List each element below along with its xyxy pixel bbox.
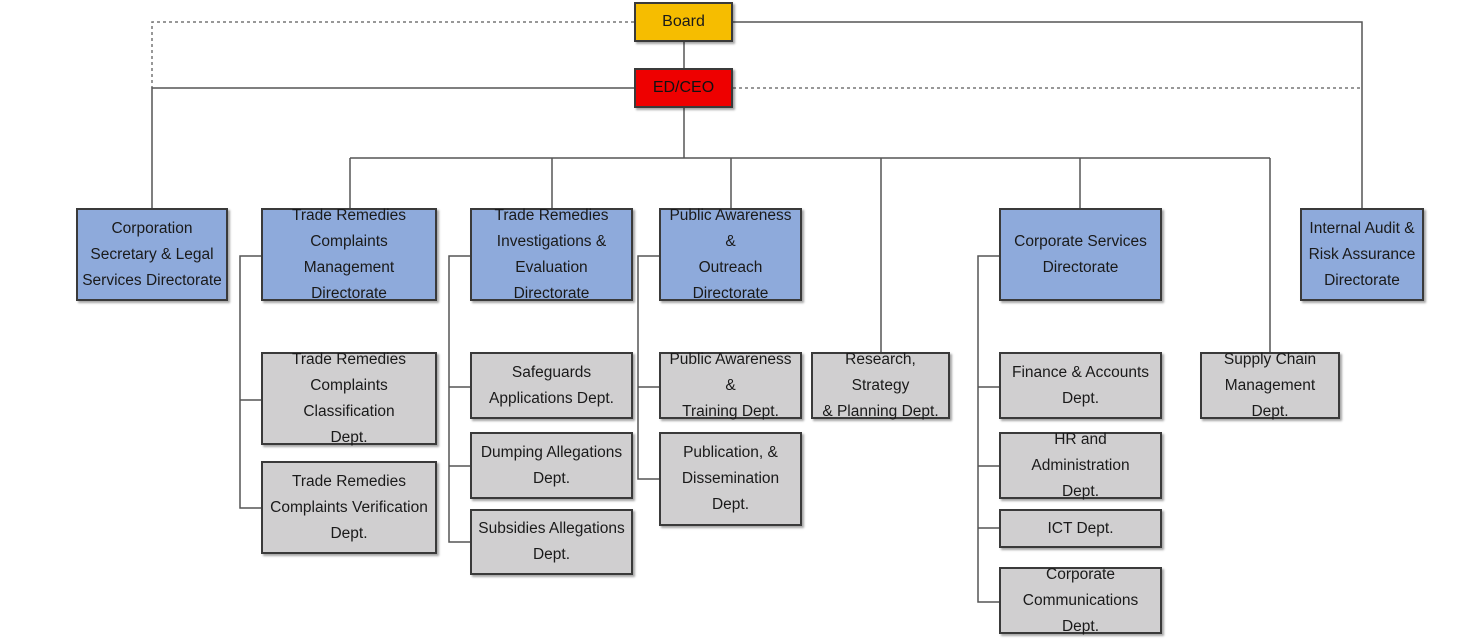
dept-pa-training: Public Awareness & Training Dept.: [659, 351, 802, 420]
department-label: ICT Dept.: [1047, 519, 1114, 537]
ceo-label: ED/CEO: [652, 79, 715, 96]
dept-publication: Publication, & Dissemination Dept.: [659, 432, 802, 526]
department-label: Subsidies Allegations Dept.: [478, 520, 625, 563]
directorate-label: Public Awareness & Outreach Directorate: [669, 206, 792, 302]
department-label: HR and Administration Dept.: [1031, 430, 1130, 500]
department-label: Dumping Allegations Dept.: [480, 443, 623, 487]
dept-dumping: Dumping Allegations Dept.: [470, 432, 633, 499]
department-label: Research, Strategy & Planning Dept.: [822, 350, 939, 420]
dept-hr: HR and Administration Dept.: [999, 431, 1162, 500]
dept-complaints-verification: Trade Remedies Complaints Verification D…: [261, 461, 437, 554]
department-label: Safeguards Applications Dept.: [489, 363, 614, 407]
dept-corporate-communications: Corporate Communications Dept.: [999, 566, 1162, 635]
dept-complaints-classification: Trade Remedies Complaints Classification…: [261, 351, 437, 446]
department-label: Supply Chain Management Dept.: [1223, 350, 1317, 420]
dept-ict: ICT Dept.: [999, 509, 1162, 548]
ceo-box: ED/CEO: [634, 68, 733, 108]
department-label: Finance & Accounts Dept.: [1012, 363, 1149, 407]
directorate-corp-secretary: Corporation Secretary & Legal Services D…: [76, 208, 228, 301]
directorate-label: Corporate Services Directorate: [1014, 232, 1147, 276]
department-label: Publication, & Dissemination Dept.: [681, 444, 780, 513]
department-label: Public Awareness & Training Dept.: [669, 350, 792, 420]
department-label: Trade Remedies Complaints Verification D…: [270, 472, 428, 542]
dept-safeguards: Safeguards Applications Dept.: [470, 352, 633, 419]
dept-subsidies: Subsidies Allegations Dept.: [470, 509, 633, 575]
board-label: Board: [662, 13, 705, 30]
directorate-investigations: Trade Remedies Investigations & Evaluati…: [470, 207, 633, 302]
department-label: Corporate Communications Dept.: [1022, 565, 1139, 635]
directorate-complaints-management: Trade Remedies Complaints Management Dir…: [261, 207, 437, 302]
directorate-label: Corporation Secretary & Legal Services D…: [82, 219, 222, 289]
department-label: Trade Remedies Complaints Classification…: [291, 350, 406, 446]
directorate-label: Trade Remedies Complaints Management Dir…: [291, 206, 406, 302]
directorate-public-awareness: Public Awareness & Outreach Directorate: [659, 207, 802, 302]
dept-research-strategy: Research, Strategy & Planning Dept.: [811, 351, 950, 420]
directorate-internal-audit: Internal Audit & Risk Assurance Director…: [1300, 208, 1424, 301]
dept-supply-chain: Supply Chain Management Dept.: [1200, 351, 1340, 420]
board-box: Board: [634, 2, 733, 42]
directorate-corporate-services: Corporate Services Directorate: [999, 208, 1162, 301]
dept-finance: Finance & Accounts Dept.: [999, 352, 1162, 419]
directorate-label: Internal Audit & Risk Assurance Director…: [1308, 219, 1416, 289]
directorate-label: Trade Remedies Investigations & Evaluati…: [494, 206, 609, 302]
